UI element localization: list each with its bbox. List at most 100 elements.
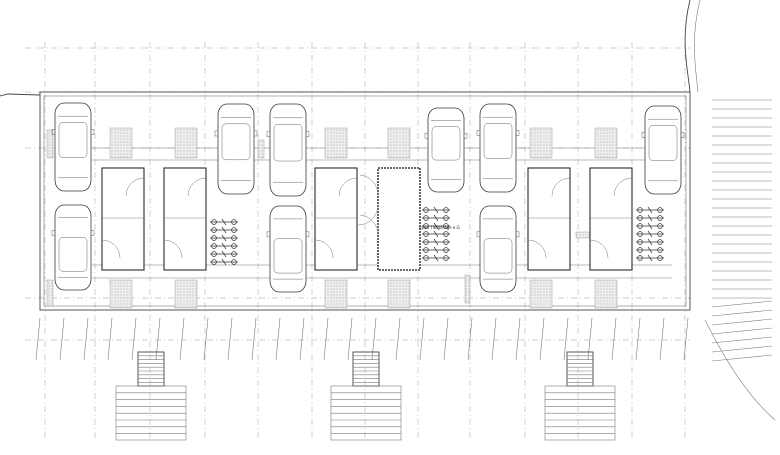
car-mirror xyxy=(463,132,468,139)
column-pier xyxy=(174,127,198,159)
car-mirror xyxy=(90,230,95,236)
ramp-line xyxy=(107,317,113,361)
boundary-curve xyxy=(694,0,701,93)
ramp-line xyxy=(711,318,773,326)
bicycle-frame xyxy=(647,222,653,230)
bicycle-frame xyxy=(221,258,227,266)
car-body xyxy=(217,103,255,195)
bicycle-frame xyxy=(433,206,439,214)
parked-cars xyxy=(51,102,685,293)
car-mirror xyxy=(515,231,520,238)
column-pier xyxy=(324,127,348,159)
ramp-line xyxy=(347,317,353,361)
door-swing xyxy=(527,239,547,259)
car-mirror xyxy=(680,132,685,138)
car-mirror xyxy=(424,132,429,139)
car xyxy=(214,103,258,195)
ramp-line xyxy=(539,317,545,361)
boundary-curve xyxy=(684,0,691,93)
bicycle-wheel xyxy=(657,255,663,261)
ramp-curve xyxy=(704,319,776,421)
car-mirror xyxy=(266,131,271,137)
column-pier xyxy=(109,279,133,309)
bicycle-wheel xyxy=(657,207,663,213)
ramp-line xyxy=(563,317,569,361)
ramp-line xyxy=(711,300,773,308)
door-swing xyxy=(187,177,207,197)
bicycle-wheel xyxy=(211,235,217,241)
bicycle-frame xyxy=(433,230,439,238)
bicycle-wheel xyxy=(423,223,429,229)
ramp-line xyxy=(711,354,773,362)
car-body xyxy=(269,103,307,197)
column-pier xyxy=(46,279,54,307)
bicycle-frame xyxy=(433,214,439,222)
car-roof xyxy=(273,123,303,162)
stair-blocks xyxy=(115,351,616,441)
bicycle-wheel xyxy=(637,247,643,253)
bicycle-wheel xyxy=(211,243,217,249)
ramp-hatching xyxy=(35,99,776,421)
service-core xyxy=(527,167,571,271)
door-swing xyxy=(613,177,633,197)
bicycle-wheel xyxy=(637,215,643,221)
car-body xyxy=(479,103,517,193)
car-mirror xyxy=(51,129,56,135)
ramp-line xyxy=(299,317,305,361)
service-core xyxy=(101,167,145,271)
bicycle-wheel xyxy=(423,255,429,261)
car-roof xyxy=(483,123,513,159)
ramp-line xyxy=(35,317,41,361)
car-mirror xyxy=(476,231,481,238)
ramp-line xyxy=(155,317,161,361)
bicycle-wheel xyxy=(231,227,237,233)
door-swing xyxy=(314,239,334,259)
ramp-line xyxy=(179,317,185,361)
ramp-line xyxy=(467,317,473,361)
bicycle-wheel xyxy=(443,255,449,261)
bicycle-frame xyxy=(221,218,227,226)
bicycle-wheel xyxy=(443,215,449,221)
bicycle-frame xyxy=(647,246,653,254)
ramp-line xyxy=(275,317,281,361)
stair-flight xyxy=(352,351,380,387)
bicycle-frame xyxy=(221,226,227,234)
slab-edge xyxy=(39,91,691,311)
column-pier xyxy=(464,274,471,304)
bicycle-frame xyxy=(433,238,439,246)
column-pier xyxy=(594,127,618,159)
car-body xyxy=(54,102,92,192)
slab-inner-edge xyxy=(43,95,687,307)
column-pier xyxy=(594,279,618,309)
ramp-line xyxy=(711,336,773,344)
service-core xyxy=(314,167,358,271)
bicycle-wheel xyxy=(443,231,449,237)
door-swing xyxy=(163,239,183,259)
ramp-line xyxy=(491,317,497,361)
bicycle-wheel xyxy=(423,239,429,245)
service-core xyxy=(163,167,207,271)
bicycle-wheel xyxy=(231,251,237,257)
stair-core xyxy=(377,167,421,271)
column-pier xyxy=(529,279,553,309)
stair-flight xyxy=(566,351,594,387)
bicycle-wheel xyxy=(231,219,237,225)
ramp-line xyxy=(711,345,773,353)
ramp-line xyxy=(323,317,329,361)
car-roof xyxy=(58,237,88,272)
bicycle-frame xyxy=(433,246,439,254)
bicycle-wheel xyxy=(423,207,429,213)
bicycle-wheel xyxy=(211,227,217,233)
ramp-line xyxy=(371,317,377,361)
bicycle-wheel xyxy=(657,215,663,221)
bicycle-wheel xyxy=(231,243,237,249)
car-body xyxy=(479,205,517,293)
car xyxy=(51,204,95,291)
car xyxy=(266,103,310,197)
ramp-line xyxy=(683,317,689,361)
car xyxy=(266,205,310,293)
column-pier xyxy=(387,279,411,309)
door-swing xyxy=(101,239,121,259)
car-body xyxy=(427,107,465,193)
car xyxy=(476,103,520,193)
